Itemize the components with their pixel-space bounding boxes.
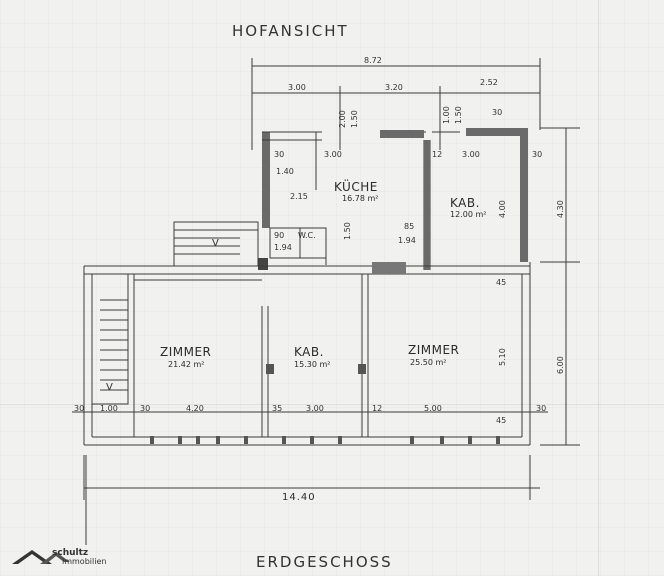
room-kueche-name: KÜCHE [334,180,378,194]
dim-kab-top-a: 12 [432,150,443,159]
room-kab-mid-name: KAB. [294,345,324,359]
dim-opening-2: 1.50 [350,110,359,128]
room-kueche-area: 16.78 m² [342,194,379,203]
dim-right-b: 5.10 [498,348,507,366]
dim-kab-top-c: 30 [532,150,543,159]
title-hofansicht: HOFANSICHT [232,22,349,40]
room-kab-top-area: 12.00 m² [450,210,487,219]
dim-right-upper: 4.30 [556,200,565,218]
dim-bottom-5: 35 [272,404,283,413]
dim-wc-b: 1.94 [274,243,292,252]
room-zimmer-left-name: ZIMMER [160,345,212,359]
dim-bottom-2: 1.00 [100,404,118,413]
paper-fold-vertical [598,0,599,576]
dim-right-a: 45 [496,278,507,287]
room-zimmer-left-area: 21.42 m² [168,360,205,369]
dim-kueche-f: 1.94 [398,236,416,245]
stair-mark-top: V [212,238,219,249]
dim-wc-c: 1.50 [343,222,352,240]
logo-name: schultz [52,548,89,558]
room-zimmer-right-name: ZIMMER [408,343,460,357]
dim-kueche-a: 30 [274,150,285,159]
dim-kab-top-d: 4.00 [498,200,507,218]
dim-opening-5: 30 [492,108,503,117]
label-wc: W.C. [298,231,316,240]
dim-top-seg-1: 3.00 [288,83,306,92]
dim-top-total: 8.72 [364,56,382,65]
dim-bottom-total: 14.40 [282,492,316,503]
logo-sub: immobilien [62,557,107,566]
dim-bottom-1: 30 [74,404,85,413]
dim-wc-a: 90 [274,231,285,240]
wall-kueche-right [424,140,430,270]
room-kab-mid-area: 15.30 m² [294,360,331,369]
title-erdgeschoss: ERDGESCHOSS [256,553,393,571]
dim-bottom-6: 3.00 [306,404,324,413]
stair-mark-bottom: V [106,382,113,393]
room-zimmer-right-area: 25.50 m² [410,358,447,367]
dim-kueche-c: 1.40 [276,167,294,176]
dim-bottom-3: 30 [140,404,151,413]
dim-right-lower: 6.00 [556,356,565,374]
dim-right-c: 45 [496,416,507,425]
paper-fold-horizontal [0,404,664,405]
dim-opening-1: 2.00 [338,110,347,128]
dim-bottom-9: 30 [536,404,547,413]
dim-top-seg-3: 2.52 [480,78,498,87]
dim-kab-top-b: 3.00 [462,150,480,159]
dim-opening-4: 1.50 [454,106,463,124]
dim-opening-3: 1.00 [442,106,451,124]
dim-kueche-b: 3.00 [324,150,342,159]
dim-bottom-7: 12 [372,404,383,413]
dim-bottom-4: 4.20 [186,404,204,413]
wall-kueche-top [380,130,424,138]
room-kab-top-name: KAB. [450,196,480,210]
wall-kueche-left [262,132,270,228]
dim-bottom-8: 5.00 [424,404,442,413]
wall-kab-right [520,128,528,262]
logo-house-icon [12,550,70,564]
dim-kueche-e: 85 [404,222,415,231]
dim-top-seg-2: 3.20 [385,83,403,92]
wall-kab-top [466,128,528,136]
dim-kueche-d: 2.15 [290,192,308,201]
